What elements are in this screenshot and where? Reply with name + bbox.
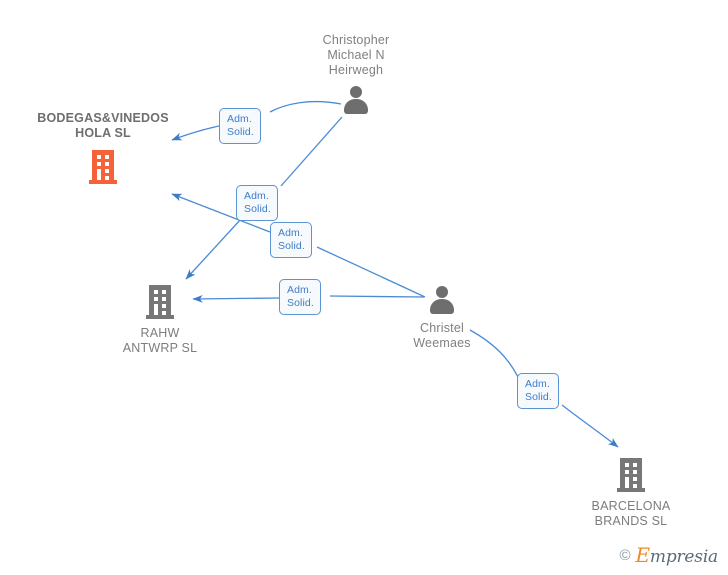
node-bodegas-vinedos-hola-sl[interactable]: BODEGAS&VINEDOS HOLA SL [28,111,178,184]
edge-christel-to-barcelona-tail [561,404,619,448]
edge-label-christel-rahw[interactable]: Adm. Solid. [279,279,321,315]
copyright-icon: © [619,546,631,564]
edge-christopher-to-rahw-tail [185,218,242,280]
node-christel-weemaes[interactable]: Christel Weemaes [367,285,517,351]
edge-label-christopher-bodegas[interactable]: Adm. Solid. [219,108,261,144]
edge-label-christopher-rahw[interactable]: Adm. Solid. [236,185,278,221]
person-icon [427,285,457,315]
node-label-christopher-michael-n-heirwegh: Christopher Michael N Heirwegh [322,33,390,77]
node-barcelona-brands-sl[interactable]: BARCELONA BRANDS SL [556,458,706,529]
person-icon-wrapper [281,85,431,115]
building-icon [146,285,174,319]
node-label-bodegas-vinedos-hola-sl: BODEGAS&VINEDOS HOLA SL [37,111,169,140]
edge-christopher-to-bodegas-tail [171,125,220,141]
node-label-rahw-antwrp-sl: RAHW ANTWRP SL [122,326,198,355]
brand-initial: E [635,543,651,567]
brand-rest: mpresia [649,547,718,567]
building-icon-wrapper [556,458,706,492]
building-icon [617,458,645,492]
node-label-christel-weemaes: Christel Weemaes [413,321,471,350]
edge-label-christel-bodegas[interactable]: Adm. Solid. [270,222,312,258]
empresia-watermark: © Empresia [619,543,718,567]
building-icon-wrapper [85,285,235,319]
node-rahw-antwrp-sl[interactable]: RAHW ANTWRP SL [85,285,235,356]
person-icon [341,85,371,115]
edge-christopher-to-rahw [280,116,343,187]
building-icon [89,150,117,184]
brand-wordmark: Empresia [636,543,719,567]
person-icon-wrapper [367,285,517,315]
building-icon-wrapper [28,150,178,184]
edge-label-christel-barcelona[interactable]: Adm. Solid. [517,373,559,409]
node-christopher-michael-n-heirwegh[interactable]: Christopher Michael N Heirwegh [281,33,431,115]
node-label-barcelona-brands-sl: BARCELONA BRANDS SL [591,499,671,528]
